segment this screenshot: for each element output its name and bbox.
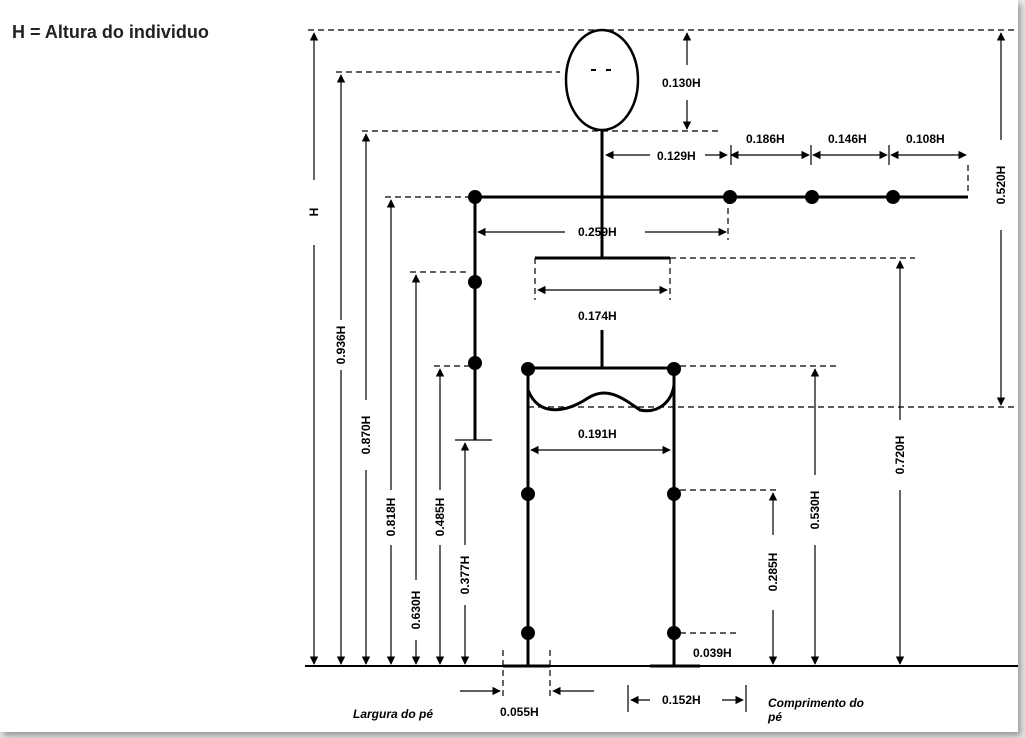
right-dimension-lines bbox=[768, 32, 1006, 665]
joint-ankle-left bbox=[521, 626, 535, 640]
label-0191: 0.191H bbox=[578, 427, 617, 441]
legend-text: H = Altura do individuo bbox=[12, 22, 209, 42]
label-0055: 0.055H bbox=[500, 705, 539, 719]
label-0174: 0.174H bbox=[578, 309, 617, 323]
joint-knee-right bbox=[667, 487, 681, 501]
label-0377: 0.377H bbox=[458, 556, 472, 595]
joint-ankle-right bbox=[667, 626, 681, 640]
label-0039: 0.039H bbox=[693, 646, 732, 660]
label-0630: 0.630H bbox=[409, 591, 423, 630]
label-0870: 0.870H bbox=[359, 416, 373, 455]
joint-hip-right bbox=[667, 362, 681, 376]
joint-hip-left bbox=[521, 362, 535, 376]
label-0146: 0.146H bbox=[828, 132, 867, 146]
horizontal-dimension-lines bbox=[460, 145, 967, 712]
label-0108: 0.108H bbox=[906, 132, 945, 146]
label-H: H bbox=[307, 208, 321, 217]
label-0285: 0.285H bbox=[766, 553, 780, 592]
joint-wrist bbox=[886, 190, 900, 204]
vertical-labels: H 0.936H 0.870H 0.818H 0.630H 0.485H 0.3… bbox=[307, 166, 1008, 630]
horizontal-labels: 0.130H 0.129H 0.186H 0.146H 0.108H 0.259… bbox=[353, 76, 945, 724]
label-0936: 0.936H bbox=[334, 326, 348, 365]
label-0485: 0.485H bbox=[433, 498, 447, 537]
label-0186: 0.186H bbox=[746, 132, 785, 146]
joints bbox=[468, 190, 900, 640]
joint-elbow bbox=[805, 190, 819, 204]
joint-shoulder-rear bbox=[468, 190, 482, 204]
label-0129: 0.129H bbox=[657, 149, 696, 163]
caption-foot-width: Largura do pé bbox=[353, 707, 433, 721]
label-0259: 0.259H bbox=[578, 225, 617, 239]
label-0530: 0.530H bbox=[808, 491, 822, 530]
joint-elbow-rear bbox=[468, 275, 482, 289]
vertical-dimension-lines bbox=[309, 32, 692, 665]
stick-figure bbox=[305, 28, 1018, 668]
buttock-curve bbox=[526, 384, 676, 413]
label-0130: 0.130H bbox=[662, 76, 701, 90]
caption-foot-length-2: pé bbox=[767, 710, 782, 724]
label-0818: 0.818H bbox=[384, 498, 398, 537]
label-0152: 0.152H bbox=[662, 693, 701, 707]
caption-foot-length-1: Comprimento do bbox=[768, 696, 864, 710]
label-0720: 0.720H bbox=[893, 436, 907, 475]
joint-knee-left bbox=[521, 487, 535, 501]
label-0520: 0.520H bbox=[994, 166, 1008, 205]
reference-lines bbox=[308, 29, 1018, 700]
head-shape bbox=[564, 28, 640, 132]
joint-wrist-rear bbox=[468, 356, 482, 370]
joint-shoulder-front bbox=[723, 190, 737, 204]
